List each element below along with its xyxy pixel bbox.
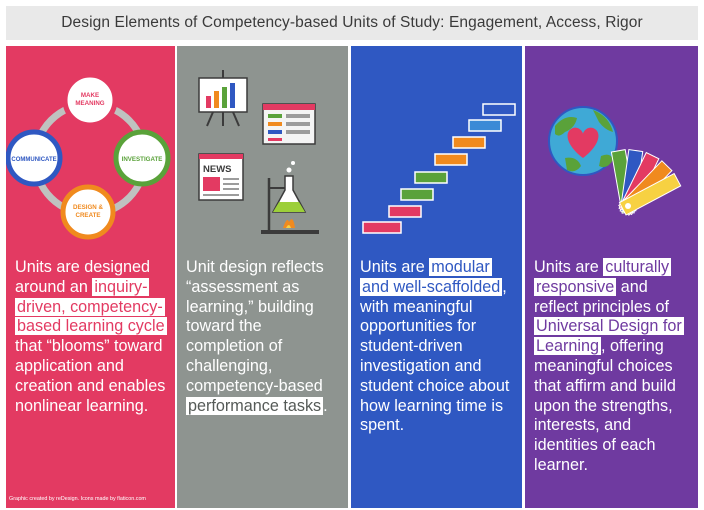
easel-chart-icon <box>198 70 248 127</box>
highlight-performance-tasks: performance tasks <box>186 396 324 415</box>
staircase-graphic <box>351 46 522 246</box>
cycle-node-make-meaning: MAKE MEANING <box>62 72 118 128</box>
step-7 <box>468 119 502 132</box>
step-2 <box>388 205 422 218</box>
step-3 <box>400 188 434 201</box>
color-swatch-fan-icon <box>610 149 682 216</box>
globe-heart-icon <box>548 106 618 176</box>
spreadsheet-icon <box>262 103 316 145</box>
lab-flask-icon <box>261 161 319 234</box>
newspaper-icon: NEWS <box>198 153 244 201</box>
cycle-node-design-create: DESIGN & CREATE <box>60 184 116 240</box>
title-banner: Design Elements of Competency-based Unit… <box>6 6 698 40</box>
graphic-credit: Graphic created by reDesign. Icons made … <box>9 496 146 502</box>
step-8 <box>482 103 516 116</box>
column-1-text: Units are designed around an inquiry-dri… <box>15 258 167 415</box>
column-learning-cycle: MAKE MEANING INVESTIGATE DESIGN & CREATE… <box>5 46 175 508</box>
learning-cycle-diagram: MAKE MEANING INVESTIGATE DESIGN & CREATE… <box>5 46 175 246</box>
page-title: Design Elements of Competency-based Unit… <box>61 14 643 31</box>
svg-text:NEWS: NEWS <box>203 164 232 175</box>
svg-text:INVESTIGATE: INVESTIGATE <box>122 156 163 163</box>
column-3-text: Units are modular and well-scaffolded, w… <box>360 258 510 435</box>
step-5 <box>434 153 468 166</box>
cycle-node-investigate: INVESTIGATE <box>113 129 171 187</box>
svg-text:MAKE: MAKE <box>81 92 99 99</box>
column-2-text: Unit design reflects “assessment as lear… <box>186 258 328 415</box>
step-6 <box>452 136 486 149</box>
column-scaffolded: Units are modular and well-scaffolded, w… <box>351 46 522 508</box>
svg-text:DESIGN &: DESIGN & <box>73 204 103 211</box>
step-4 <box>414 171 448 184</box>
svg-text:CREATE: CREATE <box>76 212 101 219</box>
svg-text:COMMUNICATE: COMMUNICATE <box>11 157 56 163</box>
cycle-node-communicate: COMMUNICATE <box>5 129 63 187</box>
column-culturally-responsive: Units are culturally responsive and refl… <box>525 46 698 508</box>
svg-text:MEANING: MEANING <box>75 100 104 107</box>
column-assessment: NEWS Unit design reflects “asse <box>177 46 348 508</box>
column-4-text: Units are culturally responsive and refl… <box>534 258 684 474</box>
step-1 <box>362 221 402 234</box>
